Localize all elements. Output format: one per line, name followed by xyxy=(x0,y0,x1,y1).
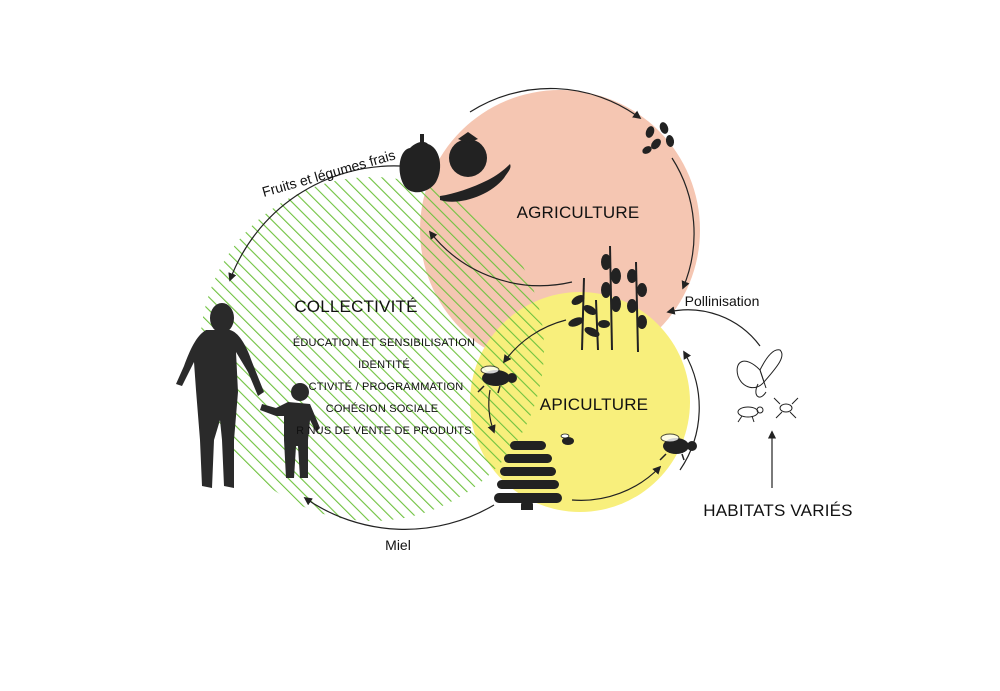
collectivite-circle xyxy=(200,177,544,521)
bee-icon-right xyxy=(659,433,697,461)
arrow-miel xyxy=(303,497,495,530)
pepper-icon xyxy=(399,134,441,193)
arrow-fruits xyxy=(228,165,401,282)
collectivite-item-5: R NUS DE VENTE DE PRODUITS xyxy=(296,425,472,437)
collectivite-item-1: ÉDUCATION ET SENSIBILISATION xyxy=(293,336,475,349)
insects-icon xyxy=(737,397,799,423)
arrow-seeds-down xyxy=(671,157,695,290)
arrow-plants-to-bee xyxy=(503,319,567,364)
bee-icon xyxy=(477,365,517,394)
miel-label: Miel xyxy=(385,537,411,553)
butterfly-icon xyxy=(736,349,783,398)
seeds-icon xyxy=(642,122,675,154)
arrow-bee-to-hive xyxy=(487,389,496,434)
arrow-bee-right-up xyxy=(679,350,700,471)
tomato-icon xyxy=(449,132,487,177)
collectivite-item-2: IDENTITÉ xyxy=(358,358,410,371)
collectivite-item-4: COHÉSION SOCIALE xyxy=(326,402,439,415)
collectivite-item-3: CTIVITÉ / PROGRAMMATION xyxy=(309,380,464,393)
beehive-icon xyxy=(494,441,562,510)
adult-silhouette-icon xyxy=(176,303,264,488)
plants-icon xyxy=(568,245,647,353)
arrow-hive-to-bee xyxy=(571,465,662,501)
habitats-title: HABITATS VARIÉS xyxy=(703,501,852,520)
apiculture-title: APICULTURE xyxy=(540,395,648,414)
arrow-pollinisation xyxy=(666,306,761,347)
child-silhouette-icon xyxy=(260,383,320,478)
collectivite-title: COLLECTIVITÉ xyxy=(294,297,417,316)
chili-icon xyxy=(440,164,511,202)
agriculture-title: AGRICULTURE xyxy=(517,203,640,222)
small-bee-icon xyxy=(560,433,574,445)
arrow-top xyxy=(469,87,642,119)
arrow-plants-to-center xyxy=(428,230,573,287)
pollinisation-label: Pollinisation xyxy=(685,293,760,309)
